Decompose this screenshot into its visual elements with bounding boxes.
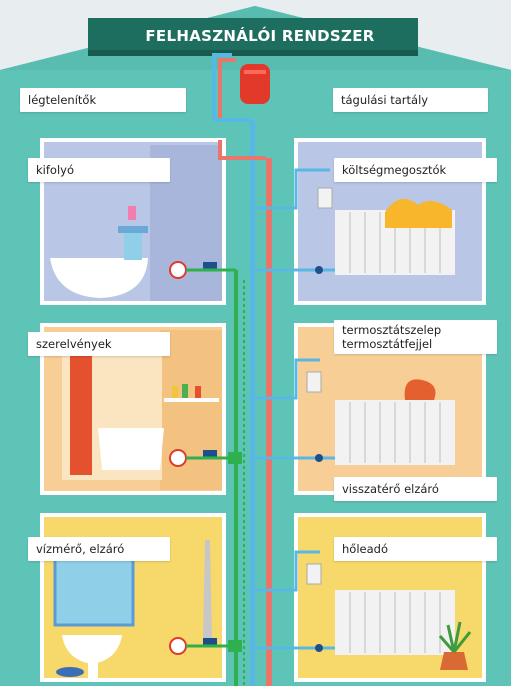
label-fittings: szerelvények bbox=[28, 332, 170, 356]
cat-icon bbox=[404, 379, 436, 400]
label-air-vents: légtelenítők bbox=[20, 88, 186, 112]
radiator-2 bbox=[306, 371, 455, 465]
label-heat-emitter: hőleadó bbox=[334, 537, 497, 561]
thermostat-head bbox=[317, 187, 333, 209]
soap-bottle bbox=[128, 206, 136, 220]
label-expansion-tank: tágulási tartály bbox=[333, 88, 488, 112]
bathtub bbox=[98, 428, 164, 470]
radiator-3 bbox=[306, 563, 472, 670]
label-return-shutoff: visszatérő elzáró bbox=[334, 477, 497, 501]
radiator-1 bbox=[317, 187, 455, 275]
washbasin bbox=[62, 635, 122, 664]
shower-curtain bbox=[70, 345, 92, 475]
label-water-meter: vízmérő, elzáró bbox=[28, 537, 170, 561]
diagram-title: FELHASZNÁLÓI RENDSZER bbox=[145, 27, 375, 45]
water-riser bbox=[234, 270, 238, 686]
label-thermostatic-valve-line1: termosztátszelep bbox=[342, 323, 442, 337]
label-cost-allocators: költségmegosztók bbox=[334, 158, 497, 182]
meter-icon bbox=[169, 261, 187, 279]
mirror bbox=[53, 553, 135, 627]
supply-riser bbox=[266, 158, 272, 686]
plant-pot bbox=[440, 652, 468, 670]
faucet bbox=[124, 230, 142, 260]
label-thermostatic-valve: termosztátszelep termosztátfejjel bbox=[334, 320, 497, 354]
label-thermostatic-valve-line2: termosztátfejjel bbox=[342, 337, 433, 351]
title-banner bbox=[88, 18, 418, 50]
towel bbox=[203, 540, 212, 640]
label-tap: kifolyó bbox=[28, 158, 170, 182]
towel-on-radiator bbox=[385, 198, 452, 228]
sink-basin bbox=[50, 258, 148, 298]
return-riser bbox=[250, 120, 255, 686]
